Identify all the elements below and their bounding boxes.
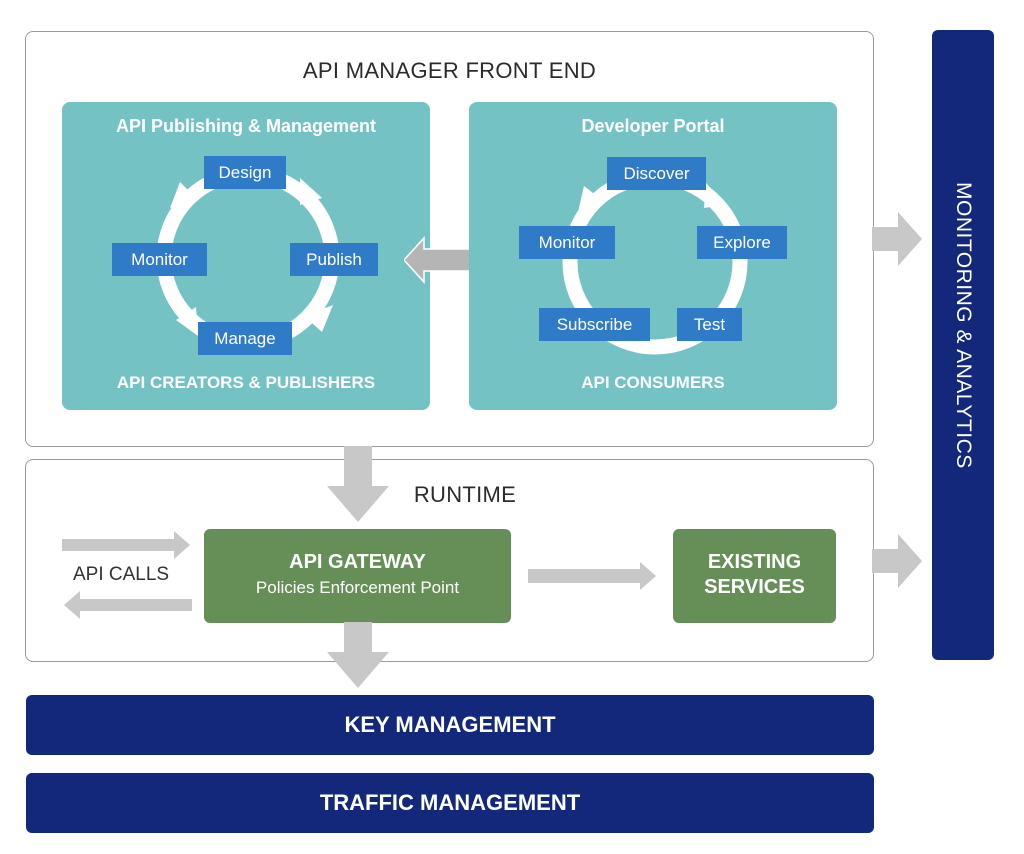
api-calls-out-arrow-icon [64, 591, 192, 619]
api-gateway-box: API GATEWAY Policies Enforcement Point [204, 529, 511, 623]
gateway-to-services-arrow-icon [528, 562, 656, 590]
api-gateway-subtitle: Policies Enforcement Point [255, 578, 460, 597]
existing-services-box: EXISTING SERVICES [673, 529, 836, 623]
publishing-footer: API CREATORS & PUBLISHERS [116, 373, 376, 392]
existing-services-line1: EXISTING [707, 551, 802, 573]
key-management-label: KEY MANAGEMENT [344, 712, 556, 737]
api-calls-label: API CALLS [73, 564, 170, 585]
step-publish: Publish [290, 243, 378, 276]
traffic-management-bar: TRAFFIC MANAGEMENT [26, 773, 874, 833]
portal-heading: Developer Portal [581, 116, 725, 136]
step-monitor-publishing: Monitor [112, 243, 207, 276]
api-calls-in-arrow-icon [62, 531, 190, 559]
runtime-to-monitoring-arrow-icon [872, 534, 922, 588]
step-test: Test [677, 308, 742, 341]
api-gateway-title: API GATEWAY [289, 551, 426, 573]
step-discover: Discover [607, 157, 706, 190]
monitoring-analytics-bar: MONITORING & ANALYTICS [932, 30, 994, 660]
step-manage: Manage [198, 322, 292, 355]
front-end-title: API MANAGER FRONT END [302, 58, 597, 83]
runtime-title: RUNTIME [413, 482, 517, 507]
step-design: Design [204, 156, 286, 189]
key-management-bar: KEY MANAGEMENT [26, 695, 874, 755]
down-arrow-icon [327, 446, 389, 522]
traffic-management-label: TRAFFIC MANAGEMENT [319, 790, 581, 815]
step-monitor-portal: Monitor [519, 226, 615, 259]
step-explore: Explore [697, 226, 787, 259]
monitoring-analytics-label: MONITORING & ANALYTICS [952, 182, 975, 469]
front-end-to-monitoring-arrow-icon [872, 212, 922, 266]
down-arrow-icon [327, 622, 389, 688]
existing-services-line2: SERVICES [704, 576, 805, 598]
portal-footer: API CONSUMERS [581, 373, 725, 392]
publishing-heading: API Publishing & Management [115, 116, 377, 136]
step-subscribe: Subscribe [539, 308, 650, 341]
